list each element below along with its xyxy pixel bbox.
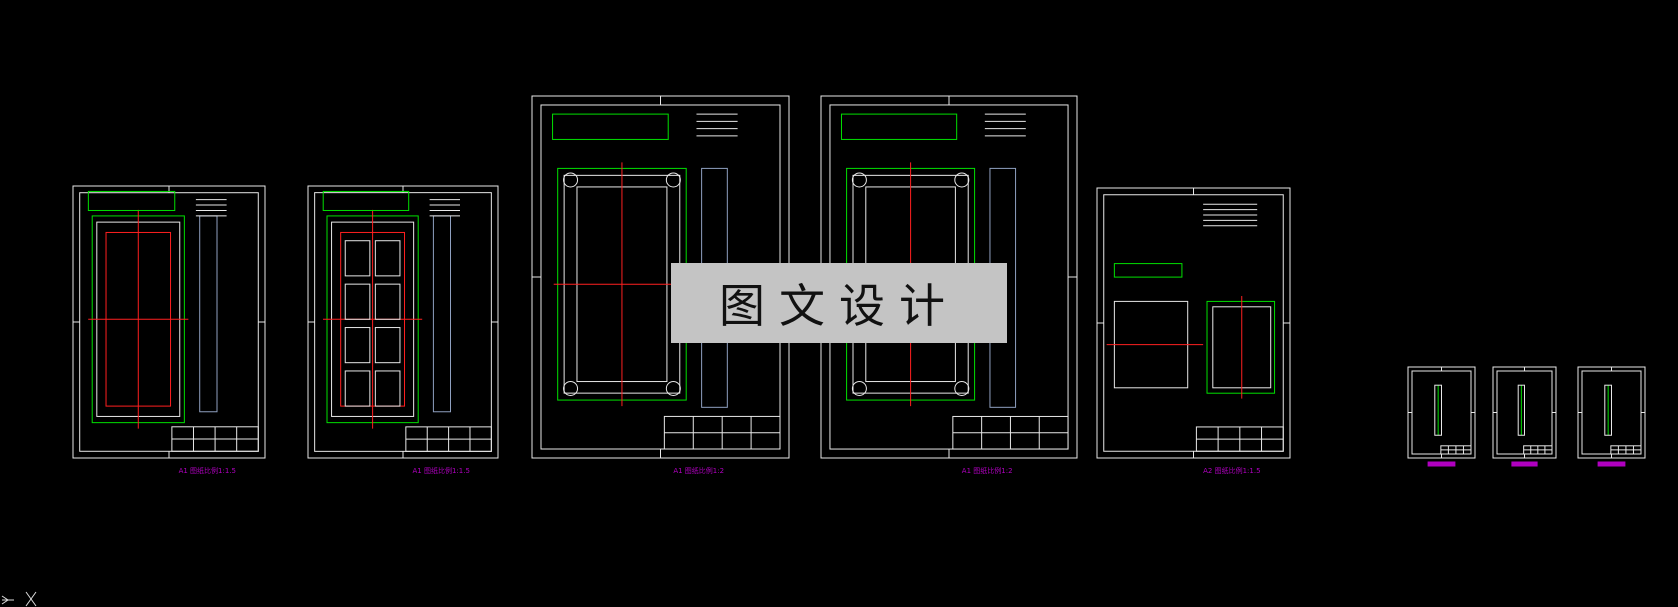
sheet-inner-border (1103, 194, 1284, 452)
sheet-outer-border (307, 185, 499, 459)
title-block (952, 415, 1069, 450)
bolt-hole (954, 172, 970, 188)
sheet-scale-caption: A1 图纸比例1:2 (961, 467, 1013, 475)
sheet-scale-caption: A1 图纸比例1:2 (673, 467, 725, 475)
top-section-view (322, 190, 410, 211)
bolt-hole (563, 172, 579, 188)
sheet-scale-caption: A1 图纸比例1:1.5 (412, 467, 470, 475)
drawing-sheet-6[interactable] (1407, 366, 1476, 467)
bolt-hole (665, 172, 681, 188)
sheet-outer-border (1096, 187, 1291, 459)
title-block (1523, 445, 1553, 455)
side-section-view (432, 215, 451, 413)
bolt-hole (665, 380, 681, 396)
drawing-sheet-1[interactable] (72, 185, 266, 459)
section-view (1517, 384, 1525, 436)
sheet-label-bar (1511, 461, 1538, 467)
watermark: 图文设计 (671, 263, 1007, 343)
sheet-label-bar (1597, 461, 1626, 467)
sheet-label-bar (1427, 461, 1456, 467)
bolt-hole (851, 172, 867, 188)
pocket (374, 327, 401, 364)
top-section-view (1113, 263, 1183, 278)
drawing-sheet-7[interactable] (1492, 366, 1557, 467)
title-block (171, 426, 259, 452)
title-block (1440, 445, 1472, 455)
pocket (344, 283, 371, 320)
pocket (374, 240, 401, 277)
title-block (663, 415, 781, 450)
title-block (1610, 445, 1642, 455)
sheet-outer-border (72, 185, 266, 459)
pocket (344, 327, 371, 364)
drawing-sheet-2[interactable] (307, 185, 499, 459)
drawing-sheet-5[interactable] (1096, 187, 1291, 459)
top-section-view (87, 190, 176, 211)
bolt-hole (851, 380, 867, 396)
bolt-hole (563, 380, 579, 396)
title-block (1195, 426, 1284, 452)
sheet-scale-caption: A1 图纸比例1:1.5 (178, 467, 237, 475)
ucs-axis-icon (1, 591, 37, 607)
pocket (374, 283, 401, 320)
detail-view (1206, 300, 1276, 394)
pocket (374, 370, 401, 407)
top-section-view (840, 113, 958, 140)
title-block (405, 426, 492, 452)
section-view (1604, 384, 1613, 436)
bolt-hole (954, 380, 970, 396)
sheet-scale-caption: A2 图纸比例1:1.5 (1203, 467, 1261, 475)
drawing-sheet-4[interactable] (820, 95, 1078, 459)
drawing-sheet-8[interactable] (1577, 366, 1646, 467)
top-section-view (552, 113, 669, 140)
side-section-view (199, 215, 218, 413)
section-view (1434, 384, 1443, 436)
pocket (344, 240, 371, 277)
pocket (344, 370, 371, 407)
